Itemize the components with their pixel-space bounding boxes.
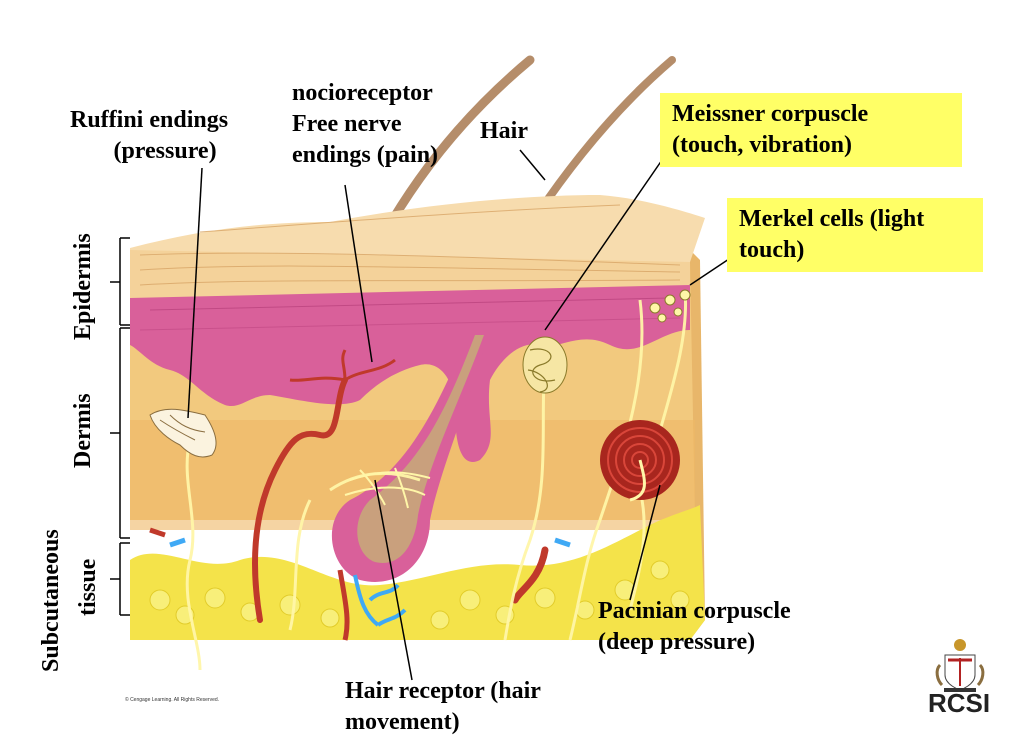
- label-subcutaneous: Subcutaneous: [38, 529, 64, 672]
- label-dermis: Dermis: [70, 393, 96, 468]
- papillary-layer: [130, 282, 690, 462]
- artery-vessel: [252, 377, 348, 623]
- hair-receptor-nerve-net: [344, 467, 431, 509]
- label-epidermis: Epidermis: [70, 233, 96, 340]
- label-ruffini-line1: Ruffini endings: [70, 107, 229, 133]
- label-merkel-line2: touch): [739, 237, 805, 263]
- rcsi-crest: [935, 639, 985, 692]
- copyright-credit: © Cengage Learning. All Rights Reserved.: [125, 697, 220, 703]
- epidermis-top-surface: [130, 195, 705, 262]
- label-tissue: tissue: [75, 558, 101, 616]
- label-hair-receptor-line1: Hair receptor (hair: [345, 678, 541, 704]
- label-noci-line3: endings (pain): [292, 142, 439, 168]
- label-meissner: Meissner corpuscle (touch, vibration): [660, 93, 962, 167]
- rcsi-logo-text: RCSI: [928, 688, 991, 718]
- label-meissner-line1: Meissner corpuscle: [672, 101, 869, 127]
- label-noci-line2: Free nerve: [292, 111, 402, 137]
- label-pacinian-line1: Pacinian corpuscle: [598, 598, 791, 624]
- label-nocioreceptor: nocioreceptor Free nerve endings (pain): [292, 78, 438, 171]
- label-pacinian: Pacinian corpuscle (deep pressure): [598, 596, 791, 658]
- pacinian-corpuscle: [600, 420, 680, 502]
- label-pacinian-line2: (deep pressure): [598, 629, 756, 655]
- meissner-corpuscle: [522, 336, 568, 394]
- label-ruffini: Ruffini endings (pressure): [70, 105, 228, 167]
- label-merkel-line1: Merkel cells (light: [739, 206, 925, 232]
- label-hair: Hair: [480, 118, 528, 144]
- label-meissner-line2: (touch, vibration): [672, 132, 852, 158]
- label-hair-receptor: Hair receptor (hair movement): [345, 676, 541, 738]
- layer-brackets: [110, 237, 130, 616]
- label-hair-receptor-line2: movement): [345, 709, 460, 735]
- subcutaneous-fat-layer: [130, 505, 705, 640]
- label-noci-line1: nocioreceptor: [292, 80, 433, 106]
- epidermis-front-face: [130, 250, 690, 298]
- vein-vessel: [353, 574, 407, 627]
- label-ruffini-line2: (pressure): [113, 138, 217, 164]
- pointer-lines: [187, 149, 736, 681]
- label-merkel: Merkel cells (light touch): [727, 198, 983, 272]
- merkel-cells: [649, 289, 691, 323]
